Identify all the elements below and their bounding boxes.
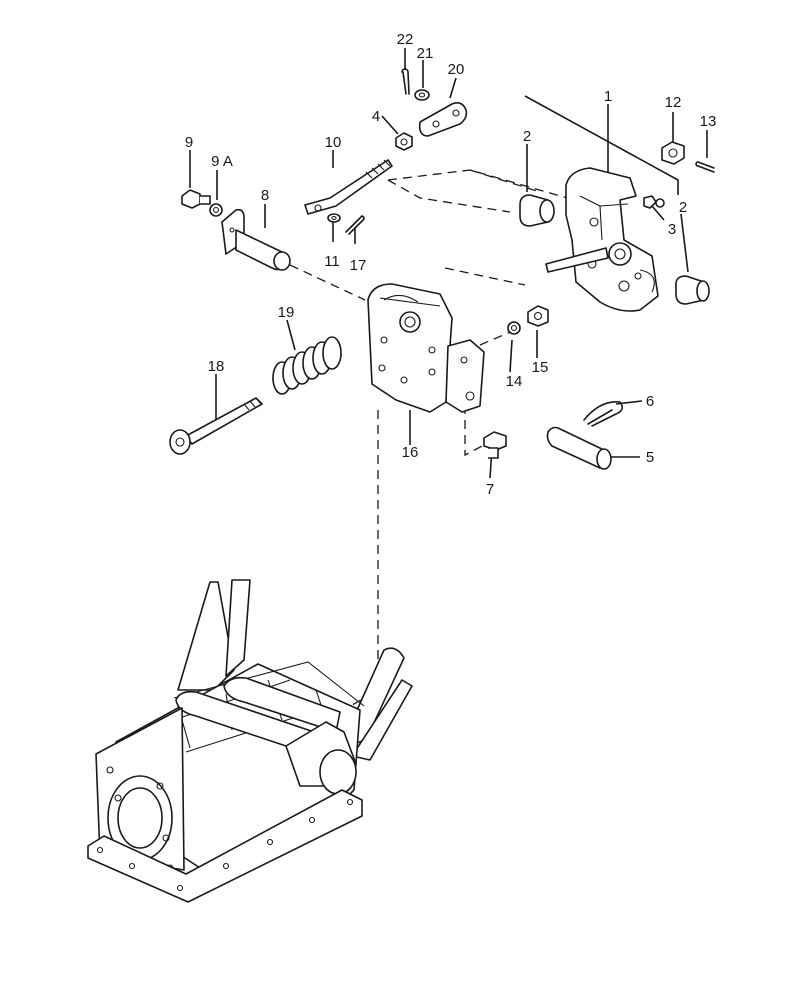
callout-16: 16 [402, 444, 419, 461]
callout-10: 10 [325, 134, 342, 151]
bolt-7 [483, 431, 507, 459]
callout-8: 8 [261, 187, 269, 204]
callout-2-right: 2 [679, 199, 687, 216]
grease-fitting-3 [643, 195, 665, 209]
callout-13: 13 [700, 113, 717, 130]
cotter-pin-13 [695, 161, 715, 173]
callout-2-left: 2 [523, 128, 531, 145]
cotter-pin-17 [345, 215, 365, 235]
washer-14 [507, 321, 521, 335]
callout-labels: 22 21 20 4 10 9 9 A 8 11 17 1 2 12 13 2 … [185, 31, 717, 498]
nut-4 [395, 132, 413, 151]
washer-11 [327, 213, 341, 223]
nut-12 [661, 141, 685, 165]
lock-washer-9a [209, 203, 223, 217]
callout-17: 17 [350, 257, 367, 274]
callout-4: 4 [372, 108, 380, 125]
callout-3: 3 [668, 221, 676, 238]
hairpin-clip-6 [583, 401, 624, 427]
spring-19 [272, 336, 342, 395]
washer-21 [414, 89, 430, 101]
main-bracket-16 [367, 283, 485, 413]
bushing-2-left [519, 194, 555, 227]
callout-9a: 9 A [211, 153, 233, 170]
cotter-pin-22 [401, 68, 410, 95]
callout-9: 9 [185, 134, 193, 151]
tractor-housing [87, 579, 413, 903]
callout-11: 11 [324, 253, 340, 270]
callout-5: 5 [646, 449, 654, 466]
callout-20: 20 [448, 61, 465, 78]
callout-14: 14 [506, 373, 523, 390]
callout-22: 22 [397, 31, 414, 48]
long-bolt-18 [169, 397, 263, 455]
bushing-2-right [675, 275, 710, 305]
callout-6: 6 [646, 393, 654, 410]
callout-1: 1 [604, 88, 612, 105]
lift-bracket-1 [545, 167, 659, 312]
clevis-20 [418, 102, 468, 137]
callout-12: 12 [665, 94, 682, 111]
callout-18: 18 [208, 358, 225, 375]
threaded-rod-10 [304, 159, 393, 215]
callout-15: 15 [532, 359, 549, 376]
callout-21: 21 [417, 45, 434, 62]
assembly-guide-lines [289, 169, 593, 713]
clevis-pin-5 [546, 426, 612, 470]
pivot-pin-8 [221, 208, 291, 271]
bolt-9 [181, 189, 211, 209]
callout-7: 7 [486, 481, 494, 498]
nut-15 [527, 305, 549, 327]
callout-19: 19 [278, 304, 295, 321]
